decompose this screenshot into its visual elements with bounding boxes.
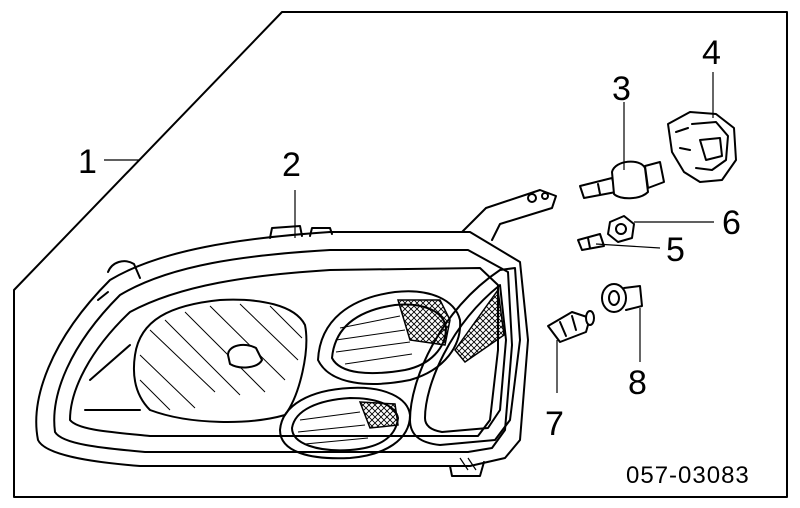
callout-2: 2 <box>282 146 301 184</box>
headlight-bulb-icon <box>579 160 665 200</box>
small-socket-icon <box>607 215 635 243</box>
assembly-frame <box>13 11 788 498</box>
marker-socket-icon <box>601 283 643 313</box>
callout-7: 7 <box>545 405 564 443</box>
socket-cover-icon <box>667 111 737 183</box>
callout-8: 8 <box>628 364 647 402</box>
headlight-housing-icon <box>35 189 557 477</box>
small-bulb-icon <box>577 233 605 251</box>
callout-3: 3 <box>612 70 631 108</box>
marker-bulb-icon <box>547 310 595 343</box>
leader-lines <box>104 72 714 393</box>
callout-6: 6 <box>722 204 741 242</box>
callout-5: 5 <box>666 231 685 269</box>
diagram-code: 057-03083 <box>626 462 750 489</box>
callout-4: 4 <box>702 34 721 72</box>
callout-1: 1 <box>78 143 97 181</box>
